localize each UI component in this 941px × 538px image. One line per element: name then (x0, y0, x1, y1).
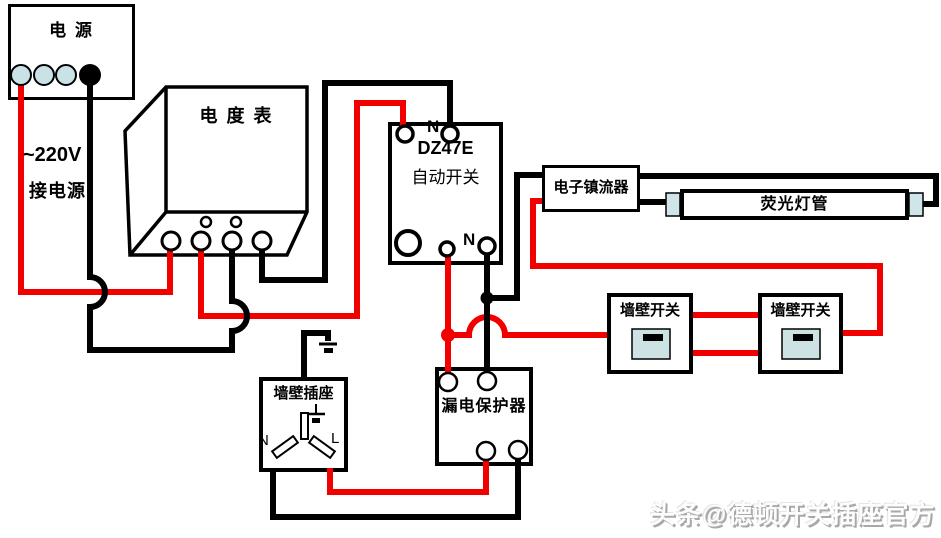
leakage-protector-box (435, 367, 533, 466)
leakage-protector-label: 漏电保护器 (441, 398, 527, 415)
breaker-name-label: 自动开关 (411, 168, 480, 187)
ballast-label: 电子镇流器 (553, 179, 629, 196)
wire-socket-ground-stub (301, 330, 331, 377)
fluorescent-tube-label: 荧光灯管 (760, 196, 829, 213)
tube-cap-left (665, 192, 681, 217)
breaker-n-bottom-label: N (463, 230, 476, 249)
wire-live-junction-to-switch-left (448, 314, 607, 338)
meter-small-terminal-1 (199, 215, 213, 229)
breaker-n-top-label: N (427, 117, 440, 136)
junction-dot-neutral (480, 291, 494, 305)
tube-cap-right (908, 192, 924, 217)
wall-switch-right-label: 墙壁开关 (770, 302, 831, 319)
wire-live-meter-to-breaker (198, 100, 406, 319)
meter-terminal-4 (251, 230, 273, 252)
wall-socket-label: 墙壁插座 (273, 385, 334, 402)
meter-small-terminal-2 (229, 215, 243, 229)
socket-n-label: N (258, 432, 269, 449)
socket-l-label: L (331, 430, 340, 447)
power-supply-label: 电 源 (49, 21, 94, 40)
meter-terminal-3 (221, 230, 243, 252)
breaker-model-label: DZ47E (417, 138, 474, 158)
meter-terminal-1 (160, 230, 182, 252)
meter-terminal-2 (190, 230, 212, 252)
junction-dot-live (441, 328, 455, 342)
power-supply-box (8, 4, 135, 100)
energy-meter-label: 电 度 表 (199, 106, 274, 126)
voltage-label: ~220V (23, 144, 82, 166)
ground-symbol (319, 342, 337, 353)
wall-switch-left-label: 墙壁开关 (619, 302, 680, 319)
watermark-text: 头条@德顿开关插座官方 (650, 501, 936, 529)
connect-power-label: 接电源 (29, 181, 86, 201)
ground-dot (324, 348, 333, 353)
